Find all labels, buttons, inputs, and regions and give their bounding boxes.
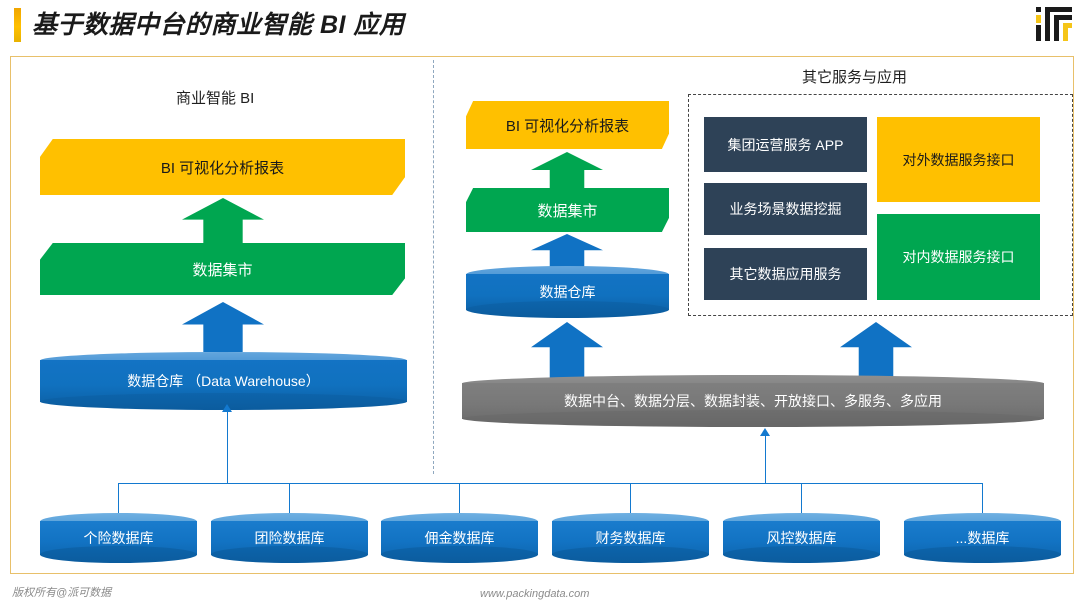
connector-riser-platform <box>765 436 766 484</box>
connector-bus-line <box>118 483 982 484</box>
tile-business-scenario-mining[interactable]: 业务场景数据挖掘 <box>704 183 867 235</box>
cylinder-bottom <box>462 410 1044 427</box>
left-data-mart-banner[interactable]: 数据集市 <box>40 243 405 295</box>
platform-bar-label: 数据中台、数据分层、数据封装、开放接口、多服务、多应用 <box>564 393 942 409</box>
left-bi-report-banner[interactable]: BI 可视化分析报表 <box>40 139 405 195</box>
source-db-4[interactable]: 财务数据库 <box>552 513 709 563</box>
mid-data-mart-banner[interactable]: 数据集市 <box>466 188 669 232</box>
brand-logo-icon <box>1036 7 1072 41</box>
tile-group-operation-app[interactable]: 集团运营服务 APP <box>704 117 867 172</box>
source-db-3[interactable]: 佣金数据库 <box>381 513 538 563</box>
title-accent-bar <box>14 8 21 42</box>
connector-stem-6 <box>982 483 983 515</box>
source-db-5[interactable]: 风控数据库 <box>723 513 880 563</box>
cylinder-label: 数据仓库 （Data Warehouse） <box>127 373 320 389</box>
mid-bi-report-banner[interactable]: BI 可视化分析报表 <box>466 101 669 149</box>
source-db-6[interactable]: ...数据库 <box>904 513 1061 563</box>
cylinder-bottom <box>466 301 669 318</box>
connector-arrow-left-dw-icon <box>222 404 232 412</box>
source-db-label: 财务数据库 <box>595 530 666 546</box>
tile-external-data-api[interactable]: 对外数据服务接口 <box>877 117 1040 202</box>
cylinder-bottom <box>40 393 407 410</box>
mid-data-warehouse-cylinder[interactable]: 数据仓库 <box>466 266 669 318</box>
left-panel-title: 商业智能 BI <box>176 90 255 107</box>
footer-copyright: 版权所有@派可数据 <box>12 587 112 599</box>
header-bar: 基于数据中台的商业智能 BI 应用 <box>0 0 1084 50</box>
connector-stem-4 <box>630 483 631 515</box>
connector-stem-1 <box>118 483 119 515</box>
page-title: 基于数据中台的商业智能 BI 应用 <box>32 11 405 39</box>
section-divider <box>433 60 434 474</box>
source-db-label: 团险数据库 <box>254 530 325 546</box>
connector-stem-5 <box>801 483 802 515</box>
tile-internal-data-api[interactable]: 对内数据服务接口 <box>877 214 1040 300</box>
cylinder-label: 数据仓库 <box>539 284 596 300</box>
right-panel-title: 其它服务与应用 <box>802 69 908 86</box>
connector-riser-left-dw <box>227 412 228 484</box>
source-db-2[interactable]: 团险数据库 <box>211 513 368 563</box>
source-db-label: 风控数据库 <box>766 530 837 546</box>
left-data-warehouse-cylinder[interactable]: 数据仓库 （Data Warehouse） <box>40 352 407 410</box>
source-db-label: ...数据库 <box>955 530 1010 546</box>
data-platform-bar[interactable]: 数据中台、数据分层、数据封装、开放接口、多服务、多应用 <box>462 375 1044 427</box>
connector-stem-3 <box>459 483 460 515</box>
connector-arrow-platform-icon <box>760 428 770 436</box>
footer-website: www.packingdata.com <box>480 588 590 600</box>
other-services-group <box>688 94 1073 316</box>
tile-other-data-app-services[interactable]: 其它数据应用服务 <box>704 248 867 300</box>
source-db-1[interactable]: 个险数据库 <box>40 513 197 563</box>
source-db-label: 个险数据库 <box>83 530 154 546</box>
source-db-label: 佣金数据库 <box>424 530 495 546</box>
connector-stem-2 <box>289 483 290 515</box>
